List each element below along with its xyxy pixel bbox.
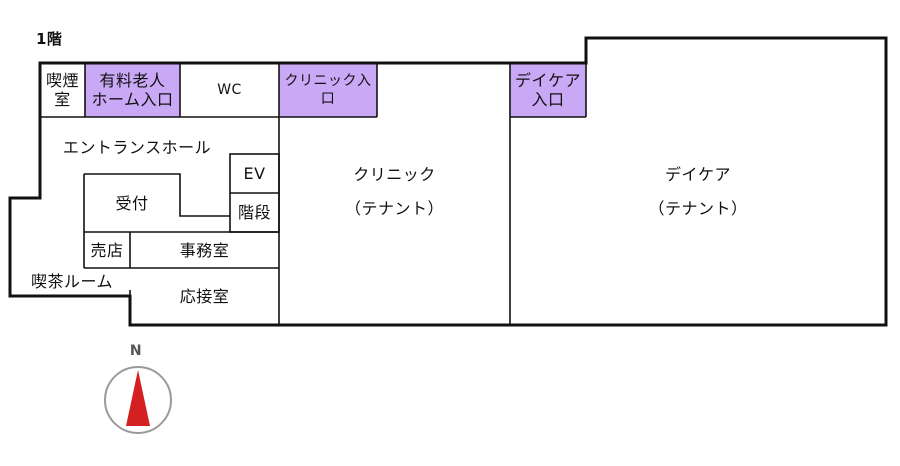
room-daycare-entrance: デイケア 入口 (514, 71, 581, 109)
floor-label: 1階 (36, 30, 63, 48)
clinic-entrance-highlight (279, 63, 377, 117)
room-daycare: デイケア (664, 164, 731, 184)
room-tea-room: 喫茶ルーム (30, 271, 114, 291)
room-reception: 受付 (115, 193, 149, 213)
room-ev: EV (243, 164, 266, 183)
room-entrance-hall: エントランスホール (62, 137, 212, 157)
room-shop: 売店 (90, 240, 124, 260)
north-arrow-icon (104, 366, 172, 434)
compass-north-label: N (129, 343, 143, 359)
interior-walls (40, 63, 587, 325)
room-daycare-tenant: （テナント） (648, 198, 748, 218)
daycare-entrance-highlight (510, 63, 586, 117)
room-wc: WC (217, 82, 242, 98)
room-stairs: 階段 (237, 203, 271, 222)
room-clinic-tenant: （テナント） (344, 198, 444, 218)
room-clinic: クリニック (353, 164, 436, 184)
room-clinic-entrance: クリニック入 口 (284, 73, 372, 107)
room-smoking: 喫煙 室 (45, 71, 79, 109)
room-office: 事務室 (179, 240, 230, 260)
nursing-home-entrance-highlight (85, 63, 180, 117)
room-reception-room: 応接室 (179, 287, 230, 306)
room-nursing-home-entrance: 有料老人 ホーム入口 (91, 71, 174, 109)
